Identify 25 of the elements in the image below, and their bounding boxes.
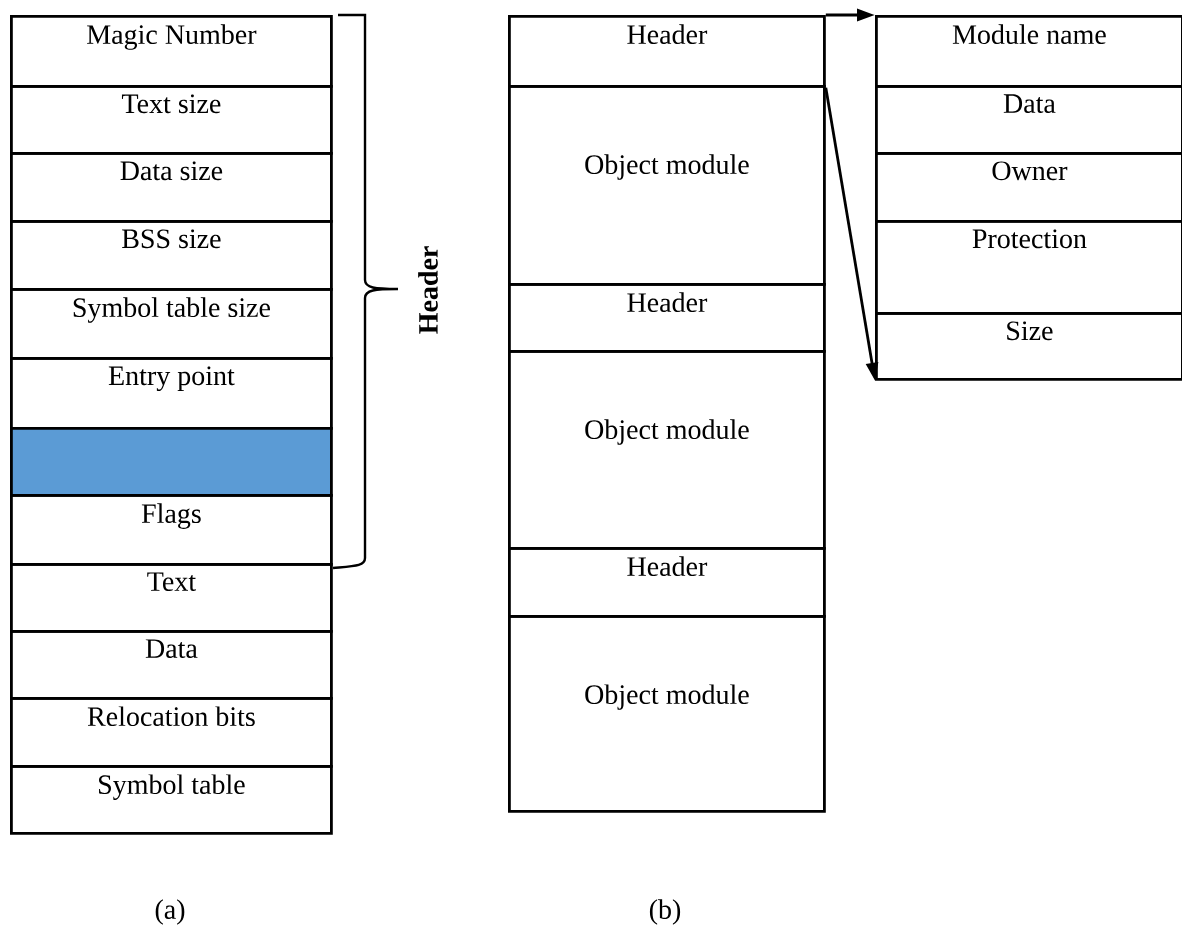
- field-box: Size: [875, 312, 1182, 381]
- field-box: Protection: [875, 220, 1182, 315]
- shaded-box: [10, 427, 333, 497]
- field-box: Header: [508, 547, 826, 618]
- field-box: Owner: [875, 152, 1182, 223]
- field-box: Data size: [10, 152, 333, 223]
- field-box: Data: [10, 630, 333, 700]
- field-box: Header: [508, 283, 826, 353]
- field-box: Object module: [508, 615, 826, 813]
- side-label: Header: [418, 246, 438, 334]
- field-box: Relocation bits: [10, 697, 333, 768]
- field-box: Object module: [508, 85, 826, 286]
- panel-label: (b): [649, 899, 681, 925]
- field-box: Symbol table: [10, 765, 333, 835]
- panel-label: (a): [155, 899, 185, 925]
- field-box: Flags: [10, 494, 333, 566]
- field-box: Data: [875, 85, 1182, 155]
- field-box: Text: [10, 563, 333, 633]
- field-box: Object module: [508, 350, 826, 550]
- field-box: Module name: [875, 15, 1182, 88]
- field-box: Symbol table size: [10, 288, 333, 360]
- field-box: Magic Number: [10, 15, 333, 88]
- field-box: BSS size: [10, 220, 333, 291]
- field-box: Text size: [10, 85, 333, 155]
- field-box: Header: [508, 15, 826, 88]
